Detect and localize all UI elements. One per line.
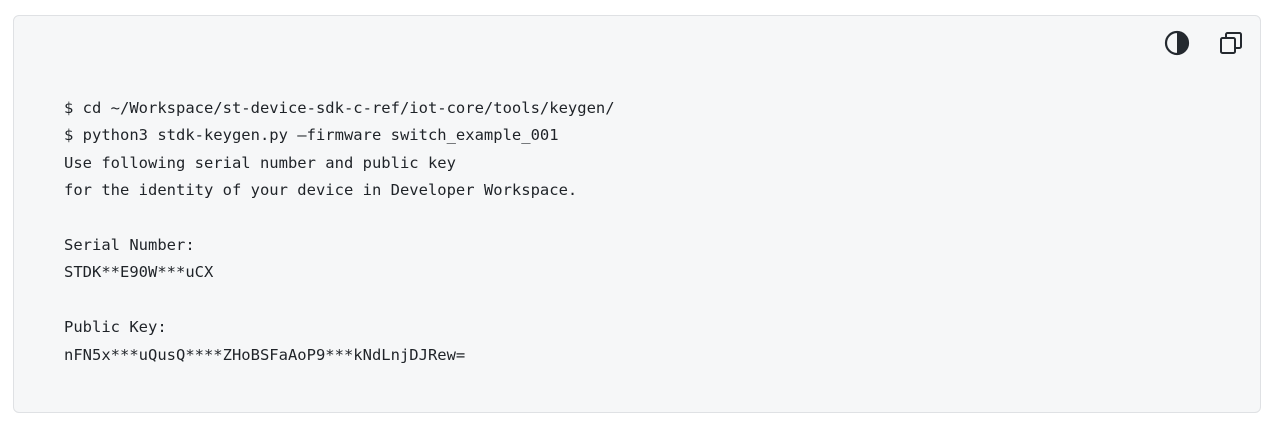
copy-button[interactable] bbox=[1216, 28, 1246, 58]
code-line: STDK**E90W***uCX bbox=[64, 263, 214, 282]
copy-icon bbox=[1220, 32, 1242, 54]
code-line: Public Key: bbox=[64, 318, 167, 337]
code-block: $ cd ~/Workspace/st-device-sdk-c-ref/iot… bbox=[13, 15, 1261, 413]
code-line: $ python3 stdk-keygen.py –firmware switc… bbox=[64, 126, 559, 145]
code-toolbar bbox=[1162, 28, 1246, 58]
code-line: for the identity of your device in Devel… bbox=[64, 181, 578, 200]
code-content: $ cd ~/Workspace/st-device-sdk-c-ref/iot… bbox=[64, 95, 615, 369]
toggle-theme-button[interactable] bbox=[1162, 28, 1192, 58]
code-line: nFN5x***uQusQ****ZHoBSFaAoP9***kNdLnjDJR… bbox=[64, 345, 466, 364]
code-line: Serial Number: bbox=[64, 235, 195, 254]
code-line: $ cd ~/Workspace/st-device-sdk-c-ref/iot… bbox=[64, 99, 615, 117]
contrast-icon bbox=[1164, 30, 1190, 56]
code-line bbox=[64, 287, 615, 314]
code-line bbox=[64, 205, 615, 232]
code-line: Use following serial number and public k… bbox=[64, 153, 456, 172]
